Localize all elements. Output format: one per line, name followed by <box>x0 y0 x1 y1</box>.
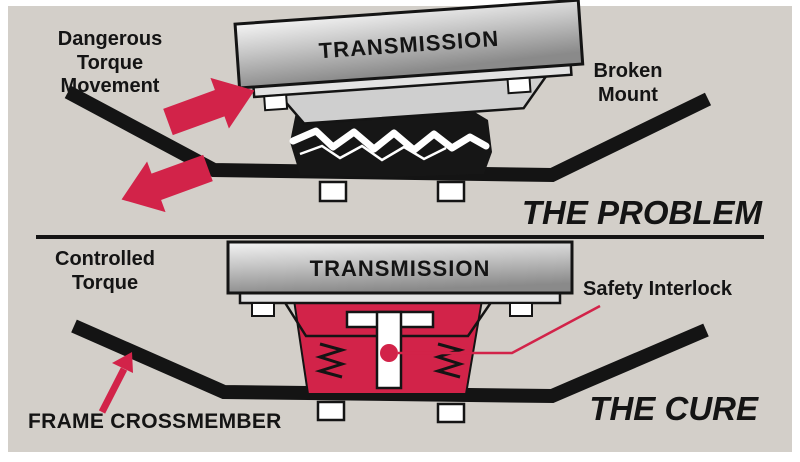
dangerous-torque-label: Dangerous Torque Movement <box>57 28 163 98</box>
safety-interlock-label: Safety Interlock <box>583 278 732 300</box>
bolt <box>318 180 348 203</box>
bolt <box>509 302 533 317</box>
bolt <box>436 402 466 424</box>
bolt <box>263 93 289 112</box>
spring-left-icon <box>314 342 348 379</box>
mount-crack-thin <box>299 144 447 162</box>
problem-title: THE PROBLEM <box>521 194 762 231</box>
bolt <box>251 302 275 317</box>
bolt <box>316 400 346 422</box>
bolt <box>436 180 466 203</box>
bolt <box>506 76 532 95</box>
interlock-leader-line <box>398 304 601 355</box>
transmission-cure-group: TRANSMISSION <box>226 240 574 317</box>
broken-mount-label: Broken Mount <box>593 60 663 106</box>
torque-arrow-upper-icon <box>163 77 255 136</box>
mount-crack <box>289 127 490 154</box>
torque-arrow-lower-icon <box>121 154 213 213</box>
interlock-dot <box>380 344 398 362</box>
frame-crossmember-label: FRAME CROSSMEMBER <box>28 410 282 433</box>
transmission-label-bottom: TRANSMISSION <box>310 256 491 281</box>
cure-title: THE CURE <box>589 390 758 427</box>
spring-right-icon <box>432 342 466 379</box>
crossmember-pointer-arrow-icon <box>98 352 133 414</box>
controlled-torque-label: Controlled Torque <box>55 248 155 294</box>
transmission-problem-group: TRANSMISSION <box>233 0 585 125</box>
transmission-body-bottom <box>226 240 574 295</box>
transmission-body-top <box>233 0 585 90</box>
